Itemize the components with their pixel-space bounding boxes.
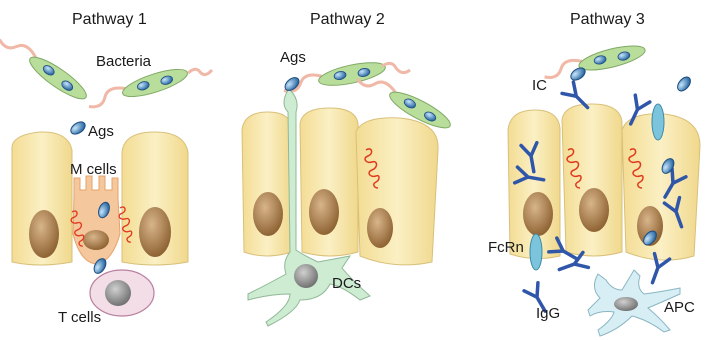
panel-title: Pathway 1 [72,12,147,28]
label-ags: Ags [280,50,306,65]
nucleus [523,192,553,236]
antigen-ic [675,75,693,94]
bacterium-5 [542,41,647,84]
apc-nucleus [614,297,638,311]
dendritic-cell-nucleus [294,264,318,288]
nucleus [579,188,609,232]
nucleus [367,208,393,248]
m-cell [73,176,120,264]
label-dcs: DCs [332,276,361,291]
bacterium-1 [0,30,91,104]
epithelial-cell-middle [562,104,622,256]
t-cell-nucleus [105,280,131,306]
bacterium-2 [86,64,190,113]
label-igg: IgG [536,306,560,321]
label-m-cells: M cells [70,162,117,177]
nucleus [29,210,59,258]
epithelial-cell-middle [300,108,358,256]
label-ic: IC [532,78,547,93]
label-ags: Ags [88,124,114,139]
label-t-cells: T cells [58,310,101,325]
fcrn-receptor [652,104,664,140]
nucleus [253,192,283,236]
label-bacteria: Bacteria [96,54,151,69]
label-apc: APC [664,300,695,315]
panel-title: Pathway 2 [310,12,385,28]
label-fcrn: FcRn [488,240,524,255]
fcrn-receptor [530,234,542,270]
panel-title: Pathway 3 [570,12,645,28]
antigen-p1 [69,119,88,136]
epithelial-cell-right [356,118,438,265]
nucleus [139,207,171,257]
nucleus [83,230,109,250]
nucleus [309,189,339,235]
